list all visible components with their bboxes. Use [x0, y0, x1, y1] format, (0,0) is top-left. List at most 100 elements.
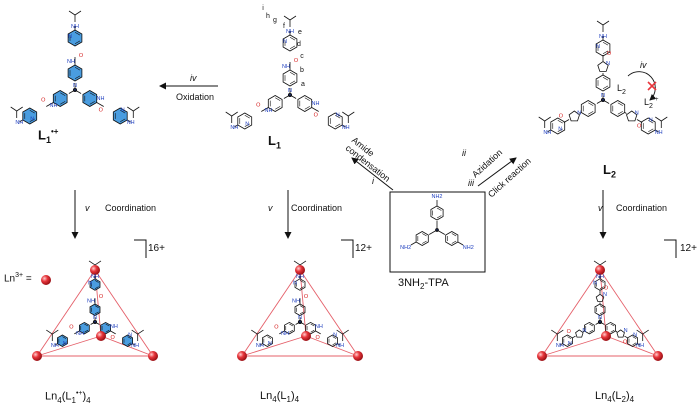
- ligand-l2-phenyl-1-bond: [588, 111, 594, 115]
- ligand-l1-pyridine-0: [282, 34, 298, 52]
- cage-l2-ligand-isopropyl: [593, 260, 601, 266]
- ligand-l2-carbonyl-o: O: [637, 124, 642, 130]
- precursor-frame: [389, 191, 486, 273]
- cage-l2-ligand-pyridine-1: [562, 334, 573, 347]
- cage-l2-ligand-terminal-nh: NH: [556, 343, 564, 349]
- ligand-l1-phenyl-0-bond: [289, 80, 296, 85]
- cage-l1-ligand-phenyl-1-bond: [289, 323, 294, 327]
- ligand-l1-amide-nh: NH: [282, 64, 290, 70]
- cage-l1-ligand-phenyl-1: [284, 321, 295, 335]
- cage-l2-ligand-phenyl-2: [605, 321, 616, 335]
- ligand-l1-arm-bond: [261, 108, 267, 112]
- ligand-l1-phenyl-0: [282, 69, 298, 87]
- cage-l2-ion-2: [653, 351, 663, 361]
- ligand-l1-radical-arm-bond: [19, 119, 23, 123]
- cage-l1-ligand-phenyl-0-bond: [299, 305, 304, 308]
- ligand-l2-pyridine-1: [550, 117, 566, 135]
- cage-radical-frame-edge: [94, 269, 154, 357]
- cage-radical-ligand-arm-bond: [94, 321, 100, 325]
- cage-l2-ligand-pyridine-1-bond: [567, 336, 572, 339]
- ion-legend-sphere: [41, 275, 51, 285]
- proton-label-b: b: [300, 67, 304, 74]
- cage-l1-ligand-phenyl-1-bond: [289, 329, 294, 333]
- cage-l1-ligand-pyridine-2-bond: [332, 342, 337, 346]
- ligand-l1-isopropyl: [283, 15, 291, 21]
- inset-blocked-cross-b: [647, 81, 657, 91]
- ligand-l2-pyridine-n: N: [596, 44, 600, 50]
- ligand-l1-isopropyl: [342, 111, 349, 117]
- cage-l2-ligand-arm-bond: [599, 321, 605, 325]
- cage-l2-ligand-carbonyl-o: O: [623, 339, 628, 345]
- ligand-l2-phenyl-2-bond: [617, 111, 623, 115]
- ligand-l1-pyridine-1: [237, 112, 253, 130]
- ligand-l1-radical-carbonyl-o: O: [99, 108, 104, 114]
- ligand-l2-triazole-0: [597, 61, 609, 72]
- precursor-phenyl-1-bond: [422, 240, 427, 244]
- cage-l1-ligand-pyridine-n: N: [293, 281, 297, 287]
- ligand-l2-terminal-nh: NH: [543, 130, 551, 136]
- cage-radical-ligand-phenyl-1-bond: [84, 329, 89, 333]
- cage-l2-ligand-triazole-1: [575, 329, 584, 338]
- ligand-l2-terminal-nh: NH: [599, 34, 607, 40]
- cage-radical-ligand-pyridine-2-bond: [127, 342, 132, 346]
- precursor-phenyl-2: [445, 231, 459, 246]
- ligand-l2-triazole-2: [626, 110, 638, 122]
- step-iii-numeral: iii: [468, 178, 474, 188]
- ligand-l1-phenyl-2: [297, 95, 313, 112]
- cage-l2-ligand-phenyl-2-bond: [610, 323, 615, 327]
- cage-radical-ligand-isopropyl: [46, 329, 53, 335]
- ligand-l2-carbonyl-o: O: [559, 113, 564, 119]
- cage-l1-frame-edge: [299, 269, 359, 357]
- cage-radical-ligand-arm-bond: [132, 343, 136, 346]
- ligand-l2-phenyl-0-bond: [602, 76, 609, 81]
- precursor-bond: [428, 229, 438, 235]
- cage-radical-ligand-pyridine-0-bond: [94, 286, 99, 289]
- cage-l2-ligand-pyridine-2-bond: [632, 342, 637, 346]
- ligand-l1-pyridine-2-bond: [335, 114, 341, 119]
- proton-label-f: f: [283, 23, 285, 30]
- ligand-l2-arm-bond: [547, 129, 551, 133]
- ligand-l1-isopropyl: [225, 111, 232, 117]
- ligand-l1-radical-arm-bond: [127, 119, 131, 123]
- ligand-l2-phenyl-0-bond: [602, 85, 609, 90]
- cage-l2-ligand-pyridine-n: N: [568, 341, 572, 347]
- ligand-l1-phenyl-0-bond: [289, 71, 296, 76]
- precursor-phenyl-0-bond: [436, 215, 442, 219]
- ligand-l2-pyridine-0: [595, 39, 611, 57]
- ligand-l1-terminal-nh: NH: [286, 29, 294, 35]
- cage-radical-ligand-arm-bond: [74, 331, 79, 335]
- proton-label-e: e: [298, 29, 302, 36]
- step-v3-numeral: v: [598, 203, 603, 213]
- step-v1-numeral: v: [85, 203, 90, 213]
- ligand-l2-pyridine-2-bond: [648, 128, 654, 133]
- ligand-l1-pyridine-n: N: [336, 113, 340, 119]
- cage-radical-ligand-phenyl-1-bond: [84, 323, 89, 327]
- cage-l1-ligand-n-atom: N: [298, 315, 302, 321]
- proton-label-h: h: [266, 13, 270, 20]
- ligand-l1-radical-isopropyl: [127, 106, 134, 112]
- proton-label-g: g: [273, 17, 277, 24]
- cage-radical-ligand-terminal-nh: NH: [91, 274, 99, 280]
- cage-l2-ligand-triazole-n: N: [603, 292, 607, 298]
- cage-l1-ion-1: [237, 351, 247, 361]
- ligand-l2-isopropyl: [602, 20, 610, 26]
- cage-l2-ligand-triazole-0: [595, 293, 605, 302]
- cage-l2-ligand-phenyl-2-bond: [610, 329, 615, 333]
- cage-l1-ligand-amide-nh: NH: [292, 299, 300, 305]
- cage-radical-ligand-phenyl-0-bond: [94, 311, 99, 315]
- precursor-phenyl-2-bond: [451, 233, 457, 237]
- cage-l1-ligand-isopropyl: [336, 329, 343, 335]
- cage-l1-ligand-carbonyl-o: O: [274, 325, 279, 331]
- ligand-l2-arm-bond: [596, 99, 604, 104]
- cage-l2-ligand-isopropyl: [642, 329, 649, 335]
- cage-radical-ligand-pyridine-n: N: [63, 341, 67, 347]
- cage-l1-ligand-isopropyl: [342, 329, 349, 335]
- cage-l2-ion-1: [537, 351, 547, 361]
- cage-l2-ligand-pyridine-0-bond: [599, 280, 604, 283]
- cage-l2-ligand-triazole-n: N: [624, 328, 628, 334]
- ligand-l1-radical-arm-bond: [74, 89, 82, 94]
- ligand-l1-radical-isopropyl: [68, 10, 76, 16]
- cage-l2-ligand-triazole-2: [616, 329, 625, 338]
- inset-oxidation-arc: [627, 71, 657, 101]
